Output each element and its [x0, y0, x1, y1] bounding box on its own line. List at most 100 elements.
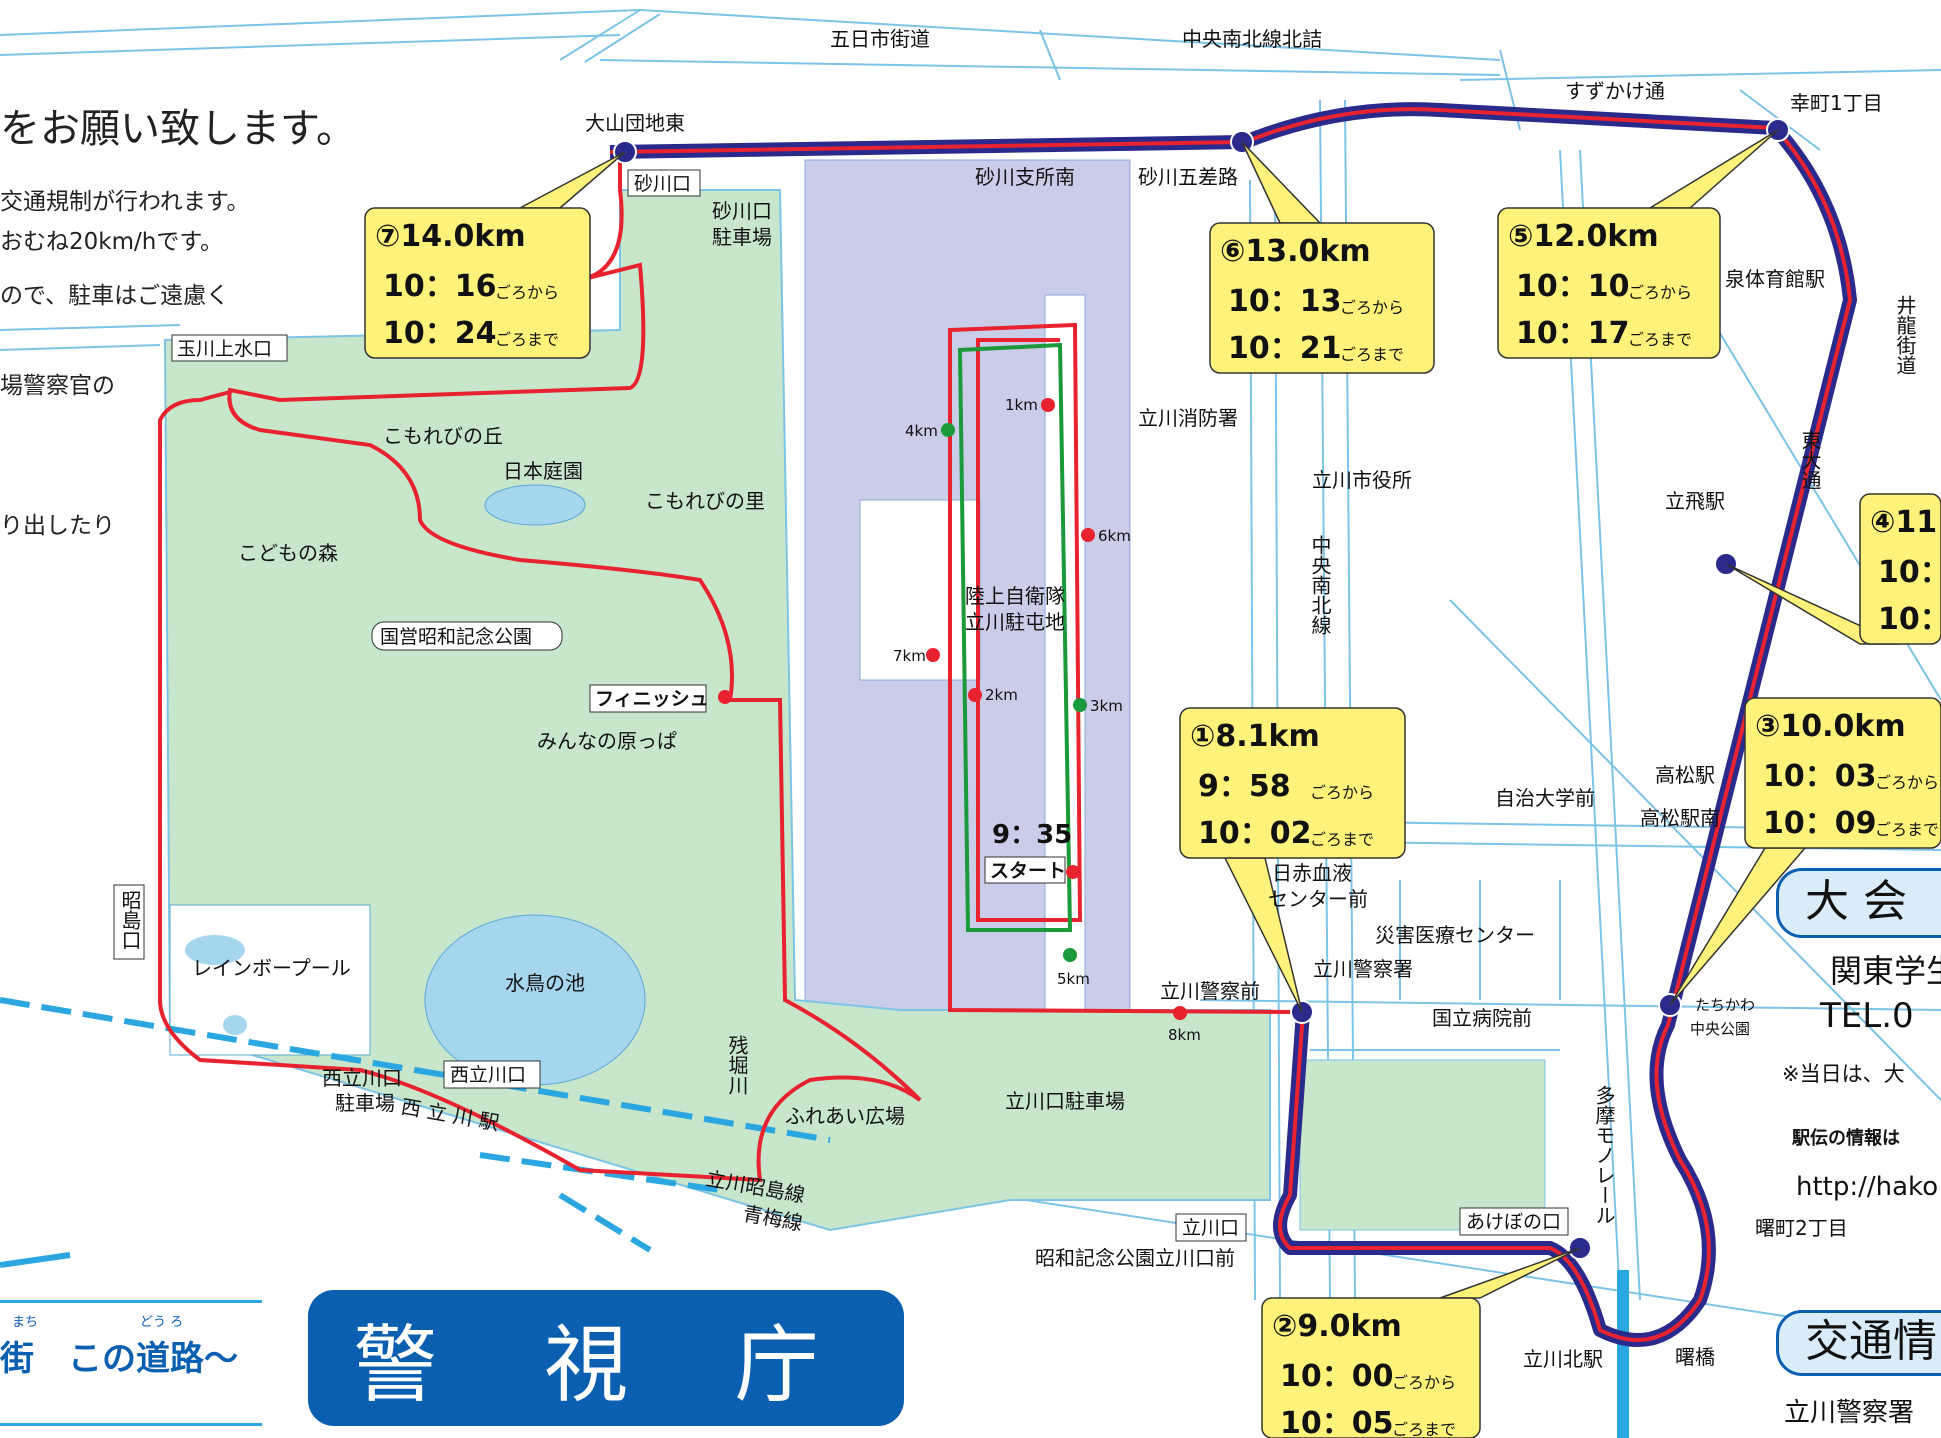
- slogan-ruby-2: どう ろ: [140, 1315, 184, 1330]
- street-nisseki-2: センター前: [1268, 887, 1368, 911]
- park-rainbow-pool: レインボープール: [192, 956, 351, 980]
- callout-from-suffix: ごろから: [1628, 283, 1692, 302]
- mizutori-pond: [424, 914, 646, 1086]
- kotsu-label: 交通情: [1805, 1316, 1937, 1367]
- park-akebonoguchi: あけぼの口: [1466, 1211, 1561, 1233]
- street-sunagawa-gosaro: 砂川五差路: [1138, 165, 1238, 189]
- callout-from-suffix: ごろから: [1310, 783, 1374, 802]
- callout-pointer: [1647, 129, 1779, 209]
- km-8: 8km: [1168, 1026, 1201, 1044]
- street-itsukaichi: 五日市街道: [830, 27, 930, 51]
- park-komorebi-sato: こもれびの里: [645, 489, 765, 513]
- street-izumi-taiikukan: 泉体育館駅: [1725, 267, 1825, 291]
- callout-box: [1179, 707, 1406, 859]
- notice-line-1: 交通規制が行われます。: [0, 189, 250, 215]
- police-banner: 警 視 庁: [308, 1290, 904, 1426]
- callout-distance: ④11: [1870, 505, 1937, 540]
- callout-to-suffix: ごろまで: [1392, 1420, 1456, 1438]
- callout-from-time: 10：13: [1228, 284, 1342, 319]
- callout-box: [1497, 207, 1721, 359]
- callout-distance: ①8.1km: [1190, 719, 1320, 754]
- callout-to-suffix: ごろまで: [1875, 820, 1939, 839]
- street-keisatsu-mae: 立川警察前: [1160, 979, 1260, 1003]
- km-1: 1km: [1005, 396, 1038, 414]
- park-showa-guchi: 昭島口: [118, 890, 142, 950]
- park-sunagawaguchi: 砂川口: [634, 173, 691, 195]
- police-label: 警 視 庁: [353, 1315, 859, 1414]
- callout-from-suffix: ごろから: [495, 283, 559, 302]
- street-higashi-odori: 東大通: [1798, 430, 1822, 490]
- park-labels: 砂川口 砂川口 駐車場 玉川上水口 こもれびの丘 日本庭園 こもれびの里 こども…: [113, 169, 1569, 1242]
- street-takamatsu: 高松駅: [1655, 763, 1715, 787]
- checkpoint-callouts: ①8.1km9：5810：02ごろからごろまで②9.0km10：0010：05ご…: [364, 129, 1941, 1438]
- park-nishitachikawaguchi: 西立川口: [450, 1064, 526, 1086]
- callout-to-suffix: ごろまで: [495, 330, 559, 349]
- street-sunagawa-shisho: 砂川支所南: [975, 165, 1075, 189]
- rail-line: [0, 997, 831, 1143]
- park-kodomo-mori: こどもの森: [238, 541, 338, 565]
- notice-heading: をお願い致します。: [0, 106, 356, 152]
- callout-to-suffix: ごろまで: [1310, 830, 1374, 849]
- callout-to-time: 10：21: [1228, 331, 1342, 366]
- kotsu-pill: 交通情: [1776, 1310, 1941, 1376]
- km-markers: [718, 398, 1187, 1020]
- callout-from-time: 9：58: [1198, 769, 1291, 804]
- street-nisseki-1: 日赤血液: [1272, 861, 1352, 885]
- callout-box: [1261, 1297, 1481, 1438]
- park-minnano-harappa: みんなの原っぱ: [537, 729, 677, 753]
- course-loop: [957, 342, 1073, 932]
- street-zanbori: 残堀川: [725, 1035, 749, 1095]
- callout-to-time: 10：05: [1280, 1406, 1394, 1438]
- callout-to-suffix: ごろまで: [1628, 330, 1692, 349]
- street-jichi-daigaku: 自治大学前: [1495, 786, 1595, 810]
- callout-from-time: 10：10: [1516, 269, 1630, 304]
- street-jieitai-1: 陸上自衛隊: [965, 584, 1065, 608]
- street-itsukaichi-side: 井龍街道: [1893, 295, 1917, 375]
- street-oyama-danchi: 大山団地東: [585, 111, 685, 135]
- street-chuonanboku: 中央南北線: [1308, 535, 1332, 635]
- callout-from-time: 10：00: [1280, 1359, 1394, 1394]
- street-showa-kinen: 昭和記念公園立川口前: [1035, 1246, 1235, 1270]
- callout-to-time: 10：24: [383, 316, 497, 351]
- street-takamatsu-minami: 高松駅南: [1640, 806, 1720, 830]
- park-nihon-teien: 日本庭園: [503, 459, 583, 483]
- park-tachikawaguchi-parking: 立川口駐車場: [1005, 1089, 1125, 1113]
- km-4: 4km: [905, 422, 938, 440]
- park-sunagawa-parking-1: 砂川口: [712, 199, 772, 223]
- course-road-inner: [609, 107, 1852, 1342]
- callout-pointer: [519, 151, 626, 209]
- callout-to-time: 10：02: [1198, 816, 1312, 851]
- street-tachihi: 立飛駅: [1665, 489, 1725, 513]
- callout-pointer: [1439, 1247, 1581, 1299]
- org-name: 関東学生: [1830, 952, 1941, 990]
- street-akebonocho: 曙町2丁目: [1755, 1216, 1848, 1240]
- notice-line-5: 場警察官の: [0, 373, 115, 399]
- note: ※当日は、大: [1782, 1062, 1905, 1086]
- km-6: 6km: [1098, 527, 1131, 545]
- callout-distance: ②9.0km: [1272, 1309, 1402, 1344]
- park-nishitachikawa-parking-1: 西立川口: [322, 1066, 402, 1090]
- callout-from-suffix: ごろから: [1392, 1373, 1456, 1392]
- callout-to-time: 10：17: [1516, 316, 1630, 351]
- km-7: 7km: [893, 647, 926, 665]
- monorail: [1617, 1270, 1629, 1438]
- street-shobosho: 立川消防署: [1138, 406, 1238, 430]
- park-fureai-hiroba: ふれあい広場: [785, 1104, 905, 1128]
- callout-distance: ⑤12.0km: [1508, 219, 1659, 254]
- street-saigai-iryo: 災害医療センター: [1375, 923, 1535, 947]
- notice-line-3: ので、駐車はご遠慮く: [0, 283, 230, 309]
- km-2: 2km: [985, 686, 1018, 704]
- loop-labels: 9：35 スタート 1km 2km 3km 4km 5km 6km 7km 8k…: [893, 396, 1201, 1044]
- street-keisatsusho: 立川警察署: [1313, 957, 1413, 981]
- street-saiwaicho: 幸町1丁目: [1790, 91, 1883, 115]
- notice-line-2: おむね20km/hです。: [0, 229, 224, 255]
- ekiden-url[interactable]: http://hako: [1796, 1172, 1939, 1202]
- slogan-ruby-1: まち: [12, 1315, 39, 1330]
